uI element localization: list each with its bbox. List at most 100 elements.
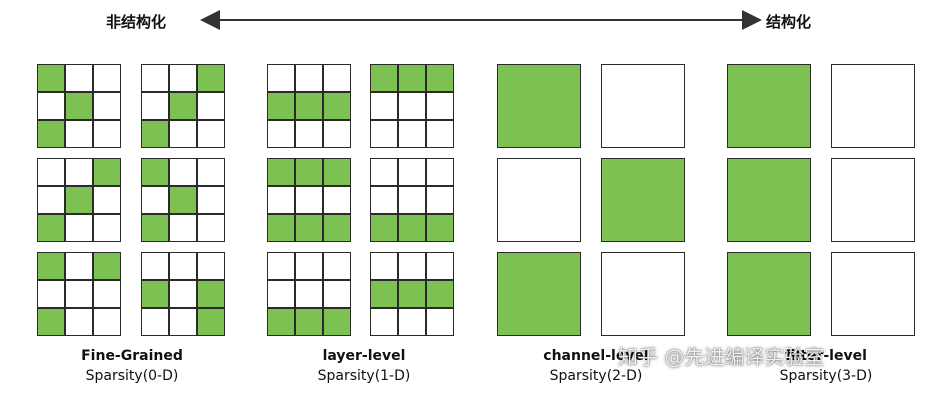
- grid-cell-pruned: [65, 65, 93, 92]
- sparsity-grid: [370, 64, 454, 148]
- group-subtitle: Sparsity(0-D): [85, 368, 179, 384]
- grid-cell-pruned: [371, 92, 398, 120]
- grid-cell-pruned: [295, 65, 323, 92]
- grid-cell-pruned: [371, 159, 398, 186]
- grid-cell-pruned: [142, 308, 169, 335]
- grid-cell-pruned: [398, 253, 426, 280]
- grid-cell-pruned: [426, 186, 453, 214]
- grid-cell-retained: [38, 65, 65, 92]
- grid-cell-retained: [268, 92, 295, 120]
- sparsity-grid: [37, 158, 121, 242]
- grid-cell-retained: [323, 92, 350, 120]
- block-pruned: [497, 158, 581, 242]
- grid-cell-pruned: [295, 280, 323, 308]
- grid-cell-pruned: [169, 159, 197, 186]
- grid-cell-pruned: [371, 253, 398, 280]
- grid-cell-retained: [142, 159, 169, 186]
- grid-cell-retained: [323, 214, 350, 241]
- grid-cell-retained: [371, 280, 398, 308]
- group-title: Fine-Grained: [81, 348, 183, 364]
- grid-cell-retained: [169, 186, 197, 214]
- grid-cell-retained: [371, 214, 398, 241]
- grid-cell-retained: [38, 120, 65, 147]
- grid-cell-retained: [398, 280, 426, 308]
- grid-cell-pruned: [169, 280, 197, 308]
- sparsity-grid: [141, 252, 225, 336]
- group-title: filter-level: [785, 348, 867, 364]
- block-retained: [727, 252, 811, 336]
- sparsity-grid: [37, 252, 121, 336]
- grid-cell-retained: [93, 159, 120, 186]
- grid-cell-pruned: [197, 92, 224, 120]
- group-subtitle: Sparsity(2-D): [549, 368, 643, 384]
- grid-cell-pruned: [93, 186, 120, 214]
- block-pruned: [831, 64, 915, 148]
- grid-cell-pruned: [323, 280, 350, 308]
- grid-cell-pruned: [142, 253, 169, 280]
- grid-cell-retained: [426, 214, 453, 241]
- grid-cell-pruned: [398, 92, 426, 120]
- grid-cell-retained: [398, 214, 426, 241]
- grid-cell-pruned: [169, 253, 197, 280]
- grid-cell-pruned: [371, 308, 398, 335]
- sparsity-grid: [141, 64, 225, 148]
- grid-cell-retained: [65, 186, 93, 214]
- block-pruned: [831, 158, 915, 242]
- grid-cell-pruned: [398, 308, 426, 335]
- grid-cell-pruned: [93, 214, 120, 241]
- watermark: 知乎 @先进编译实验室: [618, 345, 825, 369]
- grid-cell-pruned: [65, 308, 93, 335]
- grid-cell-retained: [142, 214, 169, 241]
- grid-cell-retained: [426, 280, 453, 308]
- block-pruned: [601, 252, 685, 336]
- grid-cell-pruned: [38, 186, 65, 214]
- grid-cell-pruned: [426, 253, 453, 280]
- grid-cell-pruned: [169, 120, 197, 147]
- grid-cell-pruned: [93, 120, 120, 147]
- grid-cell-retained: [295, 214, 323, 241]
- block-retained: [601, 158, 685, 242]
- grid-cell-pruned: [398, 120, 426, 147]
- unstructured-label: 非结构化: [106, 13, 167, 31]
- grid-cell-retained: [142, 120, 169, 147]
- block-retained: [727, 158, 811, 242]
- grid-cell-pruned: [268, 65, 295, 92]
- grid-cell-pruned: [65, 159, 93, 186]
- sparsity-grid: [370, 252, 454, 336]
- grid-cell-retained: [295, 308, 323, 335]
- sparsity-grid: [267, 252, 351, 336]
- grid-cell-pruned: [197, 253, 224, 280]
- sparsity-grid: [370, 158, 454, 242]
- grid-cell-pruned: [295, 186, 323, 214]
- grid-cell-retained: [38, 253, 65, 280]
- grid-cell-pruned: [169, 65, 197, 92]
- grid-cell-retained: [38, 214, 65, 241]
- grid-cell-retained: [38, 308, 65, 335]
- grid-cell-retained: [268, 308, 295, 335]
- group-subtitle: Sparsity(3-D): [779, 368, 873, 384]
- grid-cell-pruned: [295, 120, 323, 147]
- group-title: channel-level: [543, 348, 649, 364]
- grid-cell-retained: [197, 308, 224, 335]
- grid-cell-pruned: [38, 92, 65, 120]
- sparsity-grid: [267, 64, 351, 148]
- group-title: layer-level: [322, 348, 406, 364]
- sparsity-grid: [141, 158, 225, 242]
- grid-cell-retained: [323, 159, 350, 186]
- grid-cell-retained: [197, 280, 224, 308]
- grid-cell-pruned: [268, 186, 295, 214]
- grid-cell-pruned: [169, 308, 197, 335]
- grid-cell-pruned: [426, 159, 453, 186]
- grid-cell-retained: [169, 92, 197, 120]
- grid-cell-pruned: [295, 253, 323, 280]
- grid-cell-pruned: [142, 65, 169, 92]
- grid-cell-retained: [371, 65, 398, 92]
- grid-cell-pruned: [426, 120, 453, 147]
- grid-cell-pruned: [426, 308, 453, 335]
- structured-label: 结构化: [766, 13, 812, 31]
- grid-cell-pruned: [65, 280, 93, 308]
- grid-cell-retained: [323, 308, 350, 335]
